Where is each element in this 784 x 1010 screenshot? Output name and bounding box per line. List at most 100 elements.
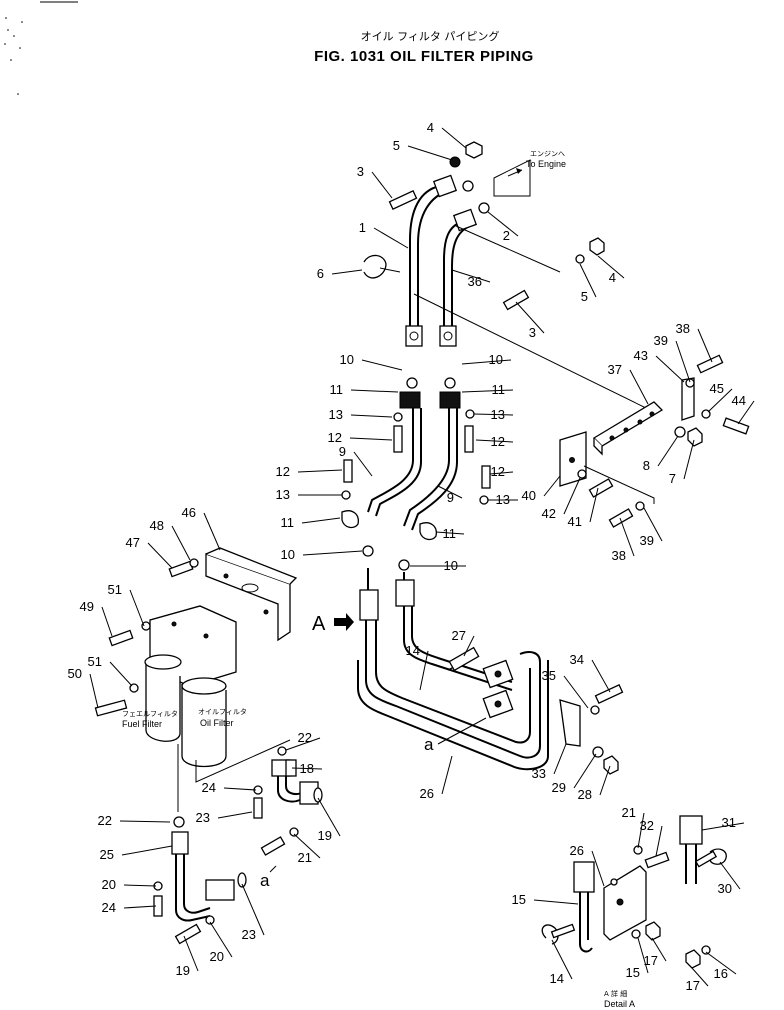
callout-leader	[489, 471, 514, 475]
callout-leader	[89, 673, 99, 709]
callout-number: 40	[522, 488, 536, 503]
callout-leader	[707, 388, 733, 413]
callout-number: 25	[100, 847, 114, 862]
callout-leader	[451, 269, 491, 283]
callout-number: 44	[732, 393, 746, 408]
callout-leader	[463, 635, 475, 657]
callout-leader	[675, 340, 691, 383]
callout-leader	[183, 935, 199, 972]
callout-number: 51	[88, 654, 102, 669]
callout-leader	[123, 884, 157, 887]
callout-leader	[461, 359, 512, 365]
callout-leader	[293, 833, 321, 859]
callout-leader	[487, 211, 519, 237]
callout-number: 23	[242, 927, 256, 942]
callout-number: 21	[298, 850, 312, 865]
callout-number: 5	[393, 138, 400, 153]
callout-leader	[353, 451, 373, 477]
callout-number: 8	[643, 458, 650, 473]
callout-leader	[223, 787, 257, 791]
callout-number: 17	[644, 953, 658, 968]
callout-number: 39	[654, 333, 668, 348]
callout-leader	[683, 439, 695, 480]
callout-number: 38	[612, 548, 626, 563]
callout-leader	[147, 542, 173, 569]
section-marker-lower: a	[260, 871, 270, 890]
callout-leader	[241, 883, 265, 936]
callout-number: 21	[622, 805, 636, 820]
callout-leader	[551, 939, 573, 980]
callout-leader	[655, 355, 685, 383]
callout-number: 30	[718, 881, 732, 896]
callout-leader	[691, 967, 709, 987]
callout-number: 17	[686, 978, 700, 993]
callout-number: 15	[512, 892, 526, 907]
callout-number: 6	[317, 266, 324, 281]
callout-number: 31	[722, 815, 736, 830]
callout-leader	[291, 767, 323, 770]
callout-number: 10	[489, 352, 503, 367]
callout-leader	[317, 797, 341, 837]
callout-number: 20	[210, 949, 224, 964]
callout-number: 11	[281, 515, 295, 530]
callout-leader	[599, 765, 611, 796]
callout-leader	[350, 414, 393, 418]
callout-number: 24	[202, 780, 216, 795]
callout-number: 7	[669, 471, 676, 486]
view-marker-a: A	[312, 613, 354, 635]
callout-leader	[350, 389, 399, 393]
callout-number: 51	[108, 582, 122, 597]
callout-leader	[597, 255, 625, 279]
callout-number: 18	[300, 761, 314, 776]
callout-number: 33	[532, 766, 546, 781]
section-marker-upper: a	[424, 735, 434, 754]
callout-number: 20	[102, 877, 116, 892]
lower-piping	[357, 568, 624, 775]
callout-number: 1	[359, 220, 366, 235]
to-engine-label: To Engine	[526, 159, 566, 169]
callout-number: 35	[542, 668, 556, 683]
callout-leader	[579, 263, 597, 298]
callout-leader	[171, 525, 191, 561]
callout-number: 26	[570, 843, 584, 858]
callout-leader	[407, 145, 453, 161]
callout-leader	[119, 820, 171, 823]
callout-number: 28	[578, 787, 592, 802]
callout-leader	[203, 512, 221, 551]
callout-leader	[619, 517, 635, 557]
callout-leader	[637, 937, 649, 974]
callout-number: 13	[496, 492, 510, 507]
callout-number: 49	[80, 599, 94, 614]
callout-leader	[373, 227, 409, 249]
callout-number: 38	[676, 321, 690, 336]
oil-filter-japanese: オイルフィルタ	[198, 707, 247, 716]
figure-title: FIG. 1031 OIL FILTER PIPING	[314, 48, 534, 65]
callout-leader	[591, 659, 611, 693]
callout-leader	[331, 269, 363, 275]
callout-leader	[129, 589, 145, 627]
callout-leader	[701, 822, 745, 831]
callout-number: 5	[581, 289, 588, 304]
callout-number: 19	[318, 828, 332, 843]
callout-leader	[573, 753, 597, 789]
callout-number: 12	[328, 430, 342, 445]
callout-leader	[101, 606, 113, 637]
callout-number: 19	[176, 963, 190, 978]
callout-number: 2	[503, 228, 510, 243]
callout-leader	[553, 743, 567, 775]
view-marker-label: A	[312, 613, 326, 635]
callout-leader	[437, 485, 463, 499]
callout-number: 15	[626, 965, 640, 980]
callout-number: 9	[447, 490, 454, 505]
callout-number: 11	[330, 382, 344, 397]
callout-leader	[217, 811, 253, 819]
callout-leader	[705, 951, 737, 975]
callout-leader	[109, 661, 133, 687]
callout-number: 29	[552, 780, 566, 795]
callout-number: 12	[491, 464, 505, 479]
callout-number: 36	[468, 274, 482, 289]
callout-leader	[121, 845, 173, 856]
callout-number: 37	[608, 362, 622, 377]
